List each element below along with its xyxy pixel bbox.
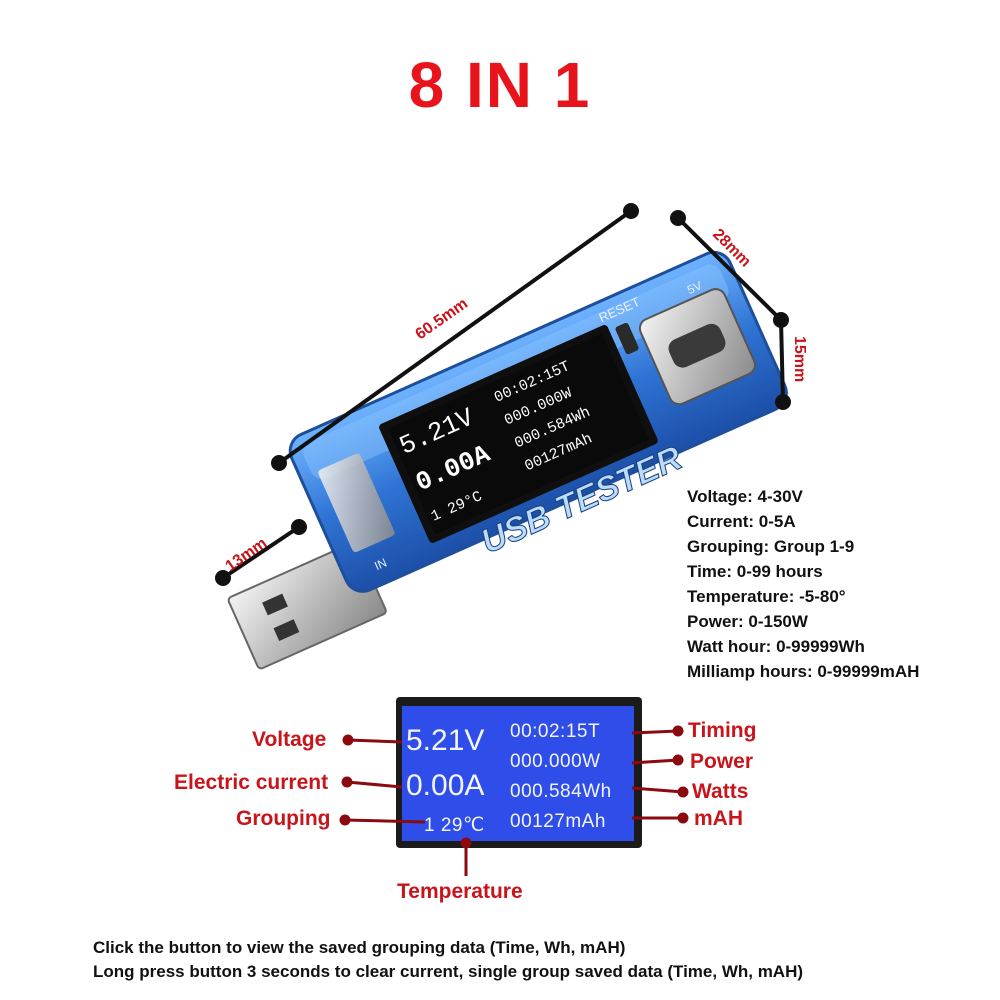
device-out-label: 5V — [685, 278, 704, 297]
label-grouping: Grouping — [236, 807, 331, 830]
label-temperature: Temperature — [397, 880, 523, 903]
spec-watt-hour: Watt hour: 0-99999Wh — [687, 637, 865, 656]
lcd-voltage: 5.21V — [406, 724, 485, 757]
page-title: 8 IN 1 — [408, 49, 592, 121]
tester-body — [288, 250, 788, 593]
dimension-height: 15mm — [791, 336, 808, 382]
instruction-long-press: Long press button 3 seconds to clear cur… — [93, 962, 804, 981]
label-voltage: Voltage — [252, 728, 327, 751]
lcd-power: 000.000W — [510, 751, 601, 772]
instruction-click: Click the button to view the saved group… — [93, 938, 626, 957]
spec-time: Time: 0-99 hours — [687, 562, 823, 581]
lcd-closeup: 5.21V 0.00A 1 29℃ 00:02:15T 000.000W 000… — [396, 697, 642, 848]
lcd-group-temp: 1 29℃ — [424, 815, 485, 836]
label-power: Power — [690, 750, 754, 773]
spec-power: Power: 0-150W — [687, 612, 808, 631]
dimension-lines — [215, 203, 791, 586]
label-timing: Timing — [688, 719, 757, 742]
spec-milliamp-hours: Milliamp hours: 0-99999mAH — [687, 662, 920, 681]
lcd-screen: 5.21V 0.00A 1 29℃ 00:02:15T 000.000W 000… — [402, 706, 634, 841]
spec-current: Current: 0-5A — [687, 512, 796, 531]
spec-temperature: Temperature: -5-80° — [687, 587, 846, 606]
lcd-mah: 00127mAh — [510, 811, 606, 832]
lcd-time: 00:02:15T — [510, 721, 601, 742]
device-in-label: IN — [372, 555, 389, 573]
lcd-watt-hours: 000.584Wh — [510, 781, 612, 802]
label-electric-current: Electric current — [174, 771, 329, 794]
spec-grouping: Grouping: Group 1-9 — [687, 537, 855, 556]
usb-tester-illustration: 5.21V 0.00A 1 29°C 00:02:15T 000.000W 00… — [215, 203, 808, 670]
label-mah: mAH — [694, 807, 744, 830]
spec-voltage: Voltage: 4-30V — [687, 487, 803, 506]
spec-list: Voltage: 4-30V Current: 0-5A Grouping: G… — [687, 484, 919, 684]
label-watts: Watts — [692, 780, 749, 803]
lcd-current: 0.00A — [406, 769, 485, 802]
